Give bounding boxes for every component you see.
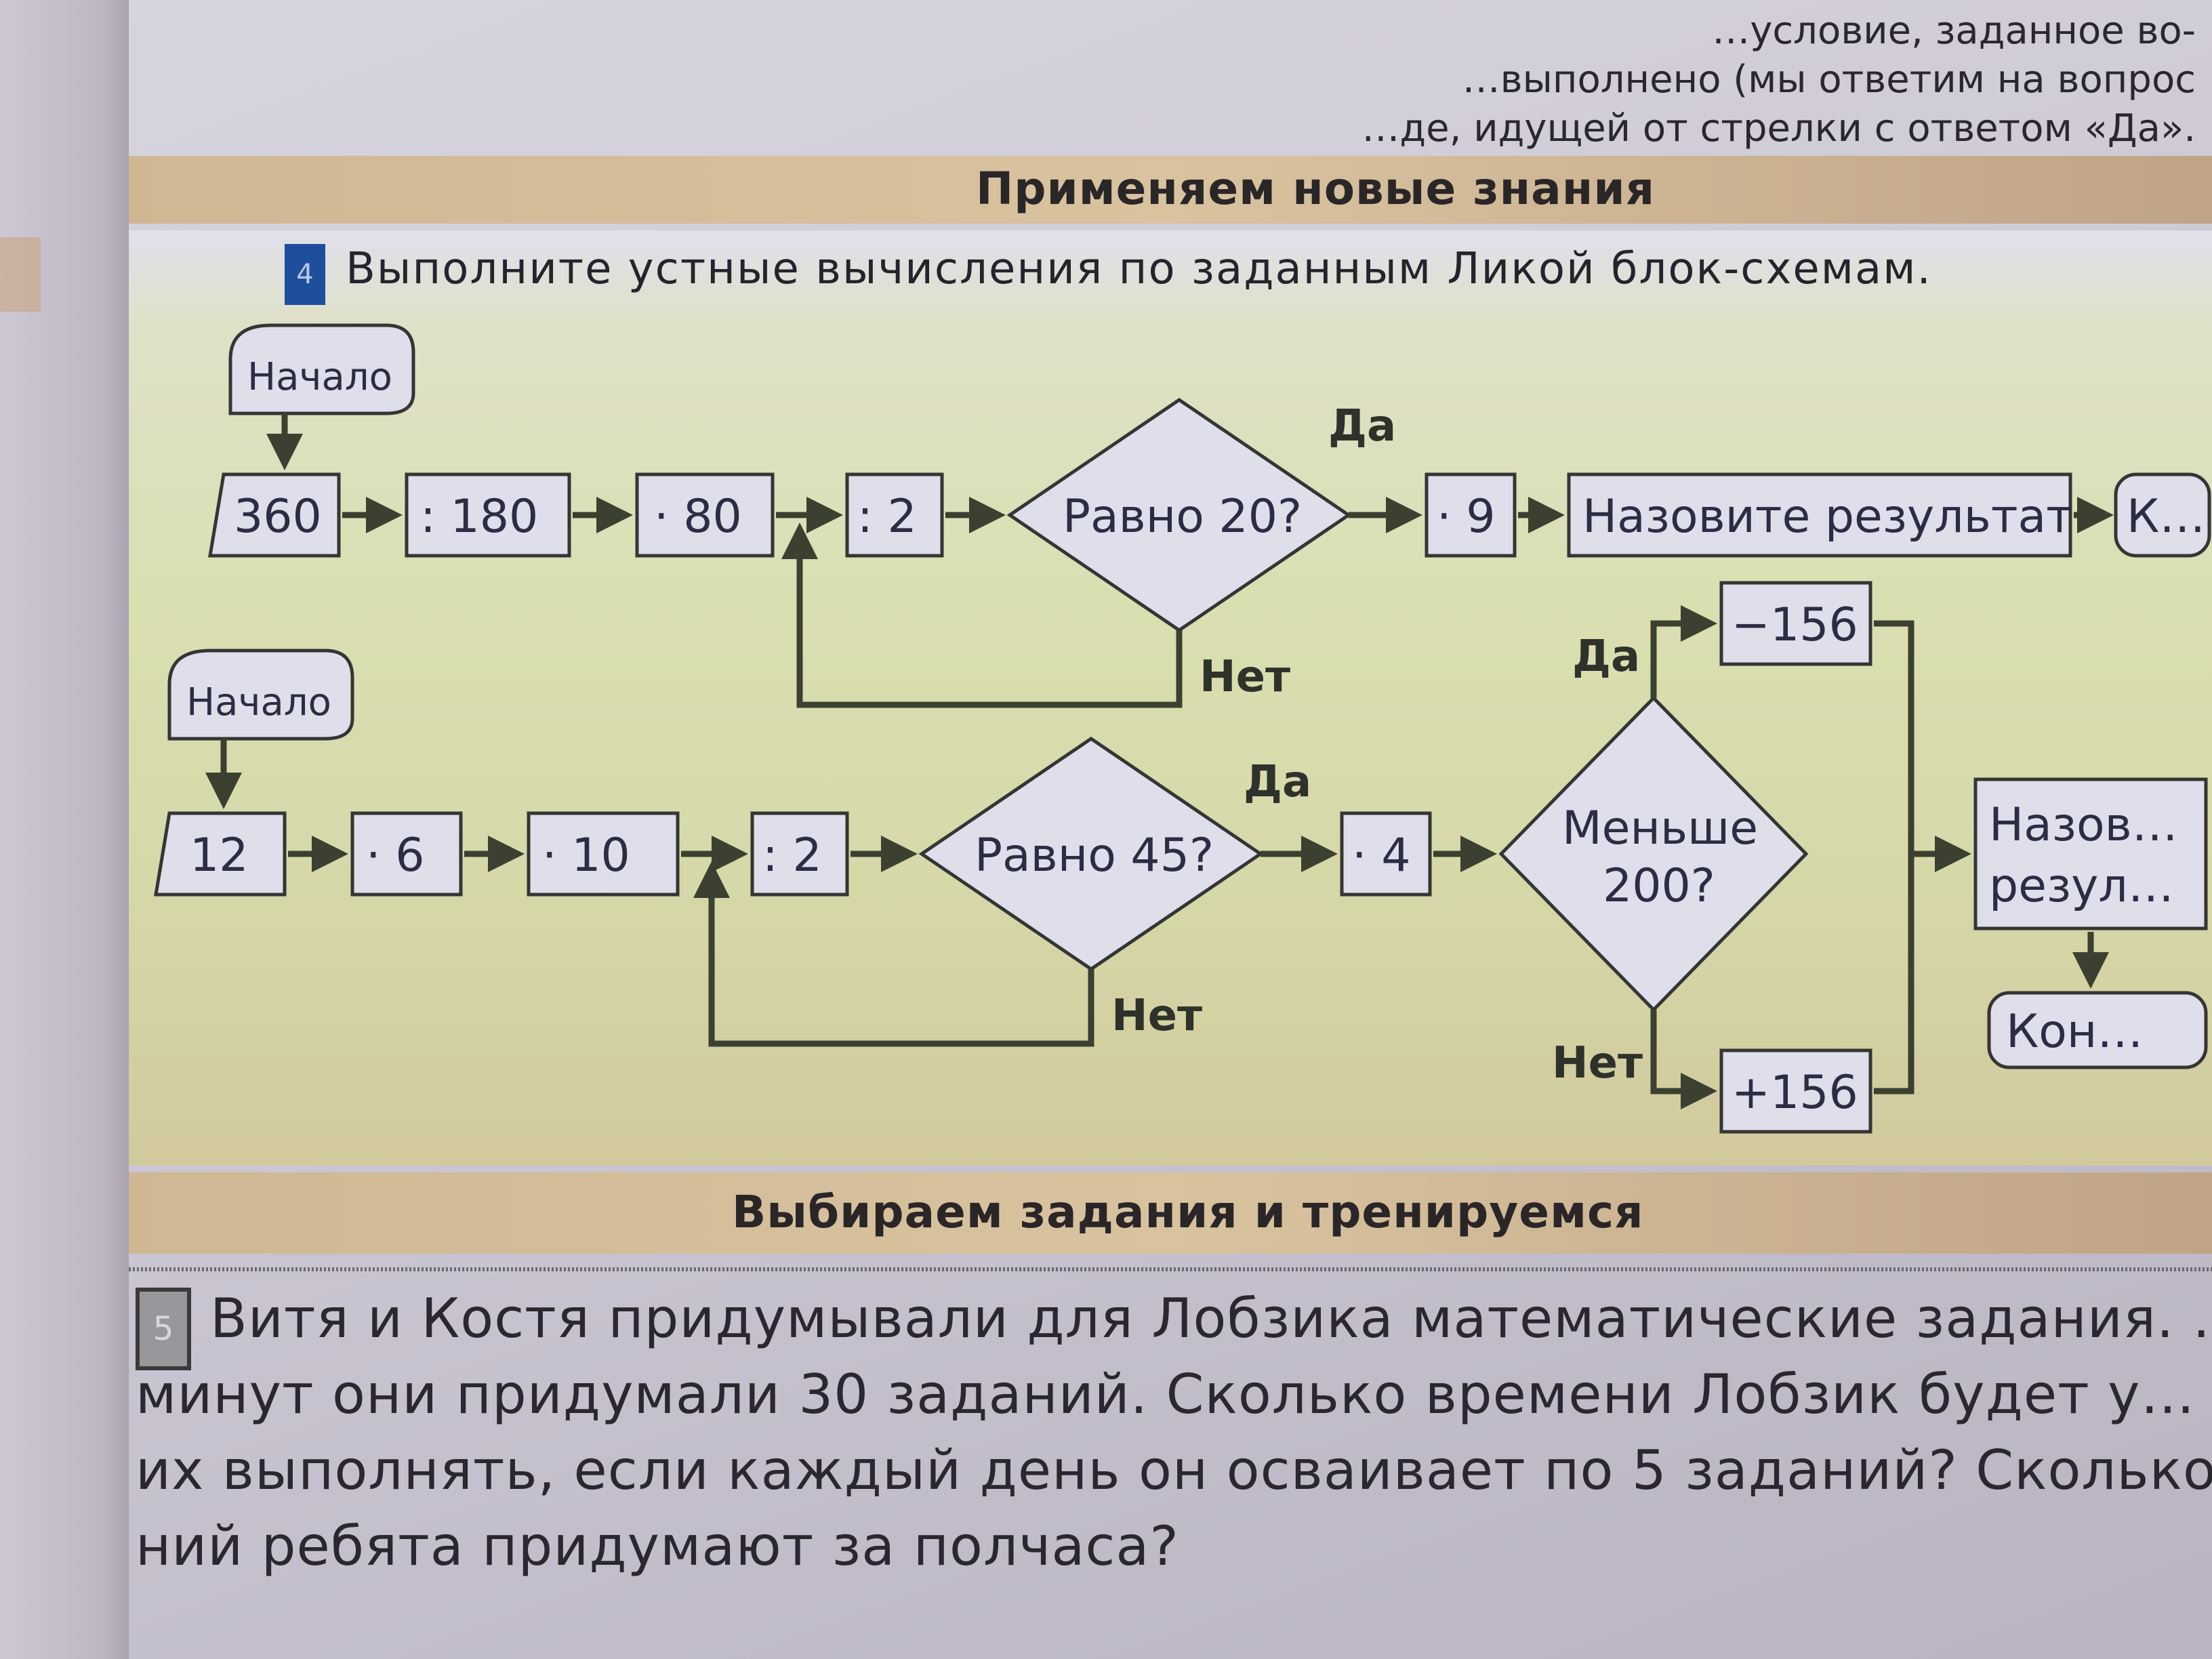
fc2-no2-label: Нет [1552, 1038, 1643, 1088]
fc1-yes-step-label: · 9 [1437, 490, 1496, 544]
fc1-input-node: 360 [208, 472, 341, 558]
top-line: …выполнено (мы ответим на вопрос [1462, 58, 2196, 102]
fc1-loop-arrow [781, 523, 1183, 708]
page-tab [0, 237, 41, 312]
fc1-decision-label: Равно 20? [1063, 490, 1302, 544]
fc2-end-label: Кон… [2006, 1005, 2143, 1059]
fc2-arrow-yes2 [1650, 605, 1717, 698]
top-paragraph: …условие, заданное во- …выполнено (мы от… [1152, 7, 2196, 153]
top-line: …де, идущей от стрелки с ответом «Да». [1361, 106, 2196, 150]
section-title-apply: Применяем новые знания [976, 163, 1655, 215]
fc1-step-1-label: : 180 [420, 490, 538, 544]
fc2-decision-2-line2: 200? [1603, 859, 1715, 913]
fc2-no2-step-label: +156 [1732, 1066, 1858, 1120]
task5-line: Витя и Костя придумывали для Лобзика мат… [210, 1287, 2212, 1350]
flowchart-1: Начало 360 : 180 · 80 : 2 [208, 323, 2211, 708]
fc2-output-node: Назов… резул… [1973, 777, 2208, 930]
task4-instruction: Выполните устные вычисления по заданным … [346, 244, 1932, 294]
fc1-yes-label: Да [1328, 401, 1396, 451]
section-band-practice [129, 1172, 2212, 1254]
fc2-step-2-label: · 10 [542, 829, 630, 882]
fc1-output-node: Назовите результат [1567, 472, 2073, 558]
fc2-decision-1: Равно 45? [918, 736, 1264, 972]
fc1-end-node: К… [2114, 472, 2211, 558]
left-page-edge [0, 0, 129, 1659]
fc1-step-3: : 2 [845, 472, 944, 558]
fc1-start-label: Начало [247, 355, 392, 399]
fc2-no1-label: Нет [1111, 991, 1202, 1041]
fc2-output-line1: Назов… [1989, 798, 2178, 852]
fc2-step-3: : 2 [750, 811, 849, 897]
fc1-input-label: 360 [234, 490, 322, 544]
fc1-step-3-label: : 2 [857, 490, 917, 544]
fc2-step-3-label: : 2 [762, 829, 822, 882]
task5-line: их выполнять, если каждый день он осваив… [136, 1439, 2212, 1502]
fc2-decision-2: Меньше 200? [1498, 695, 1809, 1012]
task5-line: минут они придумали 30 заданий. Сколько … [136, 1363, 2196, 1426]
fc1-step-1: : 180 [405, 472, 571, 558]
task5-number-badge: 5 [136, 1288, 191, 1370]
fc2-no2-step: +156 [1719, 1048, 1872, 1134]
fc1-start-node: Начало [228, 323, 415, 415]
fc2-decision-2-line1: Меньше [1562, 802, 1758, 855]
task5-rule [129, 1267, 2212, 1271]
fc1-step-2-label: · 80 [654, 490, 742, 544]
task5-text: Витя и Костя придумывали для Лобзика мат… [136, 1281, 2212, 1584]
fc1-decision: Равно 20? [1006, 397, 1352, 633]
fc2-yes2-label: Да [1572, 632, 1640, 682]
fc2-merge-line [1874, 620, 1914, 1094]
fc2-start-label: Начало [186, 680, 331, 724]
fc1-no-label: Нет [1200, 652, 1290, 702]
task4-number-badge: 4 [285, 244, 325, 305]
top-line: …условие, заданное во- [1712, 9, 2196, 53]
fc2-yes2-step-label: −156 [1732, 598, 1858, 652]
flowchart-2: Начало 12 · 6 · 10 : 2 [154, 581, 2208, 1134]
fc2-loop-arrow [693, 861, 1094, 1047]
fc1-step-2: · 80 [635, 472, 775, 558]
task5-line: ний ребята придумают за полчаса? [136, 1515, 1179, 1578]
fc2-yes1-step: · 4 [1340, 811, 1432, 897]
fc2-input-node: 12 [154, 811, 287, 897]
task4-panel [129, 230, 2212, 1166]
fc2-step-1-label: · 6 [366, 829, 425, 882]
fc2-yes1-step-label: · 4 [1352, 829, 1411, 882]
fc2-step-1: · 6 [350, 811, 463, 897]
fc2-output-line2: резул… [1989, 859, 2174, 913]
fc2-start-node: Начало [167, 649, 354, 741]
fc2-end-node: Кон… [1987, 991, 2208, 1069]
fc2-decision-1-label: Равно 45? [975, 829, 1214, 882]
section-band-apply [129, 156, 2212, 224]
fc2-yes2-step: −156 [1719, 581, 1872, 666]
section-title-practice: Выбираем задания и тренируемся [732, 1186, 1644, 1238]
fc2-arrow-no2 [1650, 1010, 1717, 1109]
fc2-step-2: · 10 [527, 811, 680, 897]
fc1-output-label: Назовите результат [1582, 490, 2073, 544]
fc2-input-label: 12 [190, 829, 249, 882]
fc2-yes1-label: Да [1244, 757, 1311, 807]
fc1-yes-step: · 9 [1425, 472, 1517, 558]
fc1-end-label: К… [2127, 490, 2205, 544]
